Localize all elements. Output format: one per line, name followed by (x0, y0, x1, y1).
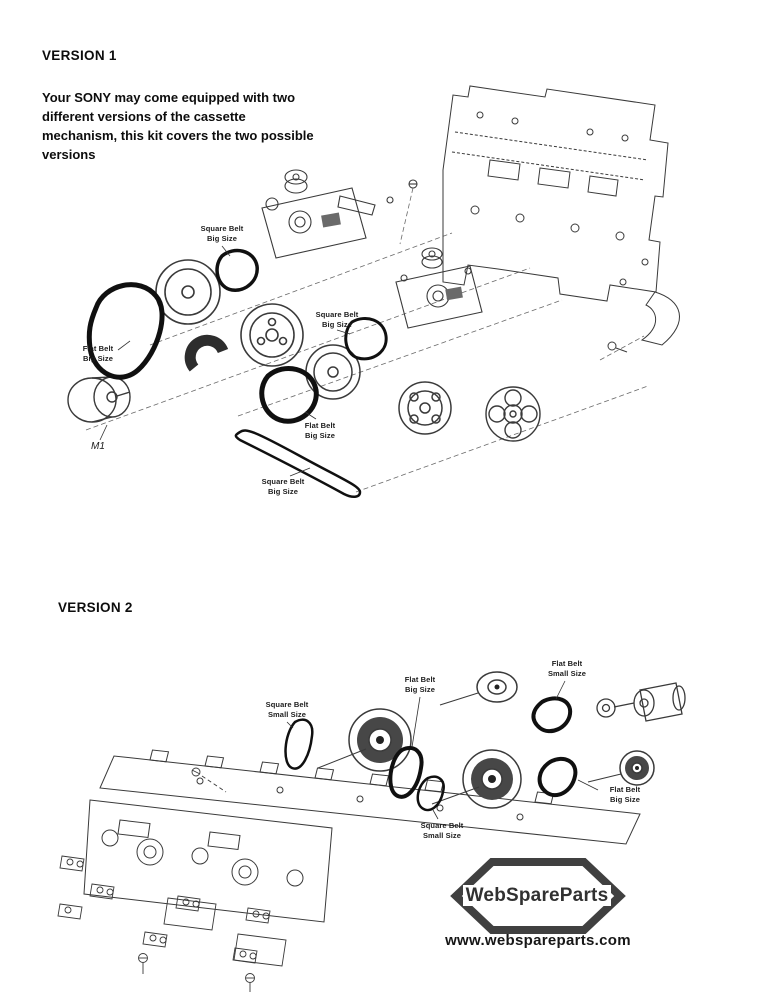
belt-square-small-2 (416, 775, 445, 812)
flywheel-dark-b (431, 749, 522, 809)
chassis-plate-v1 (442, 85, 680, 346)
belt-flat-big-a (388, 746, 424, 799)
belt-square-big-long (234, 429, 362, 498)
webspareparts-logo-text: WebSpareParts (462, 885, 612, 906)
version1-drawing (67, 85, 680, 498)
mechanism-cluster-b (386, 179, 483, 329)
pulley-with-holes (398, 381, 452, 435)
chassis-strip-v2 (99, 749, 641, 845)
belts-v1 (86, 248, 388, 498)
belt-square-big-2 (344, 317, 388, 361)
flywheel-mid (240, 303, 304, 367)
assembly-axes-v1 (85, 187, 649, 493)
belt-flat-big-b (537, 756, 578, 798)
belt-flat-big-1 (86, 282, 165, 380)
sub-chassis-v2 (83, 799, 333, 923)
webspareparts-logo: WebSpareParts (452, 885, 622, 907)
motor-m1-label: M1 (91, 441, 105, 452)
pulley-dark-right (587, 750, 655, 786)
motor-m1 (67, 376, 131, 423)
screws-v1 (607, 278, 628, 353)
belt-flat-small (531, 696, 573, 734)
belts-v2 (284, 696, 578, 812)
small-parts-v2 (57, 767, 287, 992)
mechanism-cluster-a (261, 169, 376, 259)
belt-label-square-small-1: Square Belt Small Size (265, 700, 309, 719)
flywheel-dark-a (317, 708, 412, 772)
belt-label-flat-big-2: Flat Belt Big Size (304, 421, 336, 440)
version1-description: Your SONY may come equipped with two dif… (42, 90, 314, 162)
belt-flat-big-2 (259, 366, 319, 424)
belt-label-flat-small: Flat Belt Small Size (547, 659, 587, 678)
fan-rotor (485, 386, 541, 442)
motor-v2 (596, 682, 686, 722)
belt-label-square-big-3: Square Belt Big Size (261, 477, 305, 496)
belt-square-big-1 (215, 248, 259, 292)
leader-lines-v1 (99, 245, 351, 477)
version1-heading: VERSION 1 (42, 48, 117, 63)
belt-label-square-big-1: Square Belt Big Size (200, 224, 244, 243)
belt-label-square-big-2: Square Belt Big Size (315, 310, 359, 329)
belt-label-flat-big-1: Flat Belt Big Size (82, 344, 114, 363)
version2-drawing (57, 671, 686, 992)
website-url: www.webspareparts.com (445, 932, 631, 949)
belt-label-flat-big-v2b: Flat Belt Big Size (609, 785, 641, 804)
idler-pulley-top (439, 671, 518, 706)
belt-square-small-1 (284, 718, 314, 770)
version2-heading: VERSION 2 (58, 600, 133, 615)
belt-label-flat-big-v2a: Flat Belt Big Size (404, 675, 436, 694)
leader-lines-v2 (286, 680, 599, 820)
c-clamp (184, 334, 229, 372)
flywheel-left (155, 259, 221, 325)
belt-label-square-small-2: Square Belt Small Size (420, 821, 464, 840)
